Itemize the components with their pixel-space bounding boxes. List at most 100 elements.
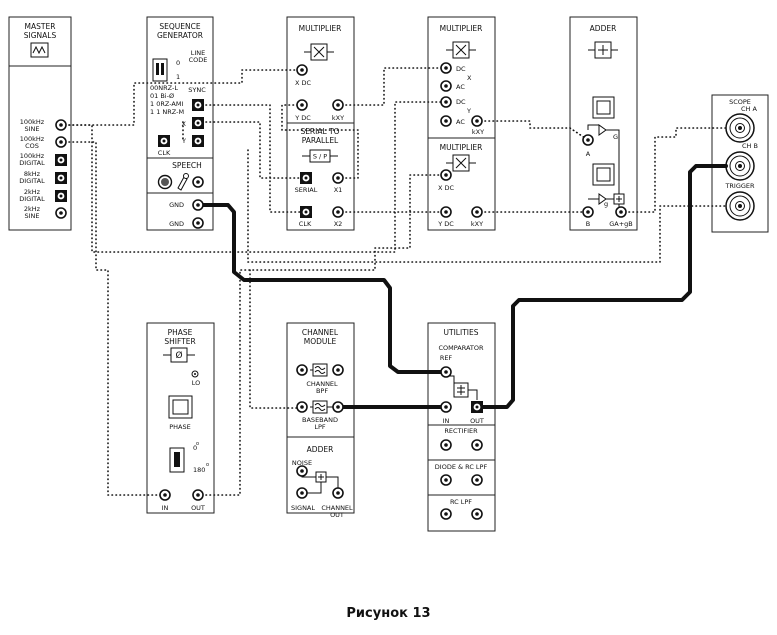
noise-label: NOISE [292,459,312,467]
sp-x2-socket[interactable] [332,206,344,218]
mult2-y-dc-socket[interactable] [440,96,452,108]
phase-out-label: OUT [191,504,205,512]
multiplier-2-module: MULTIPLIER DC X AC DC Y AC kXY MULTIPLIE… [427,16,496,231]
mult2-x-dc-socket[interactable] [440,62,452,74]
phase-180-label: 180 [193,466,205,474]
ms-2k-sine-socket[interactable] [55,207,67,219]
comparator-label: COMPARATOR [438,344,483,352]
comparator-ref-socket[interactable] [440,366,452,378]
master-signals-title-1: MASTER [25,22,56,31]
line-code-label-1: LINE [191,49,206,57]
ms-8k-digital-socket[interactable] [55,172,67,184]
master-signals-title-2: SIGNALS [24,31,57,40]
multiplier-1-title: MULTIPLIER [299,24,342,33]
svg-text:o: o [196,441,199,447]
scope-cha-label: CH A [741,105,757,113]
ms-100k-digital-socket[interactable] [55,154,67,166]
baseband-lpf-out-socket[interactable] [332,401,344,413]
lead-seqgen-to-trigger [182,121,727,263]
rc-lpf-in-socket[interactable] [440,508,452,520]
phase-in-socket[interactable] [159,489,171,501]
diode-lpf-in-socket[interactable] [440,474,452,486]
signal-socket[interactable] [296,487,308,499]
mult3-xdc-socket[interactable] [440,169,452,181]
comparator-in-socket[interactable] [440,401,452,413]
seq-y-socket[interactable] [192,135,204,147]
seq-sync-socket[interactable] [192,99,204,111]
rc-lpf-out-socket[interactable] [471,508,483,520]
lead-seq-sync-to-clk [197,104,307,213]
amp-g-triangle [598,124,607,136]
sp-serial-socket[interactable] [300,172,312,184]
mult2-y-ac-socket[interactable] [440,115,452,127]
mult2-x-label: X [467,74,472,82]
rectifier-out-socket[interactable] [471,439,483,451]
adder-out-socket[interactable] [615,206,627,218]
channel-bpf-out-socket[interactable] [332,364,344,376]
sp-clk-socket[interactable] [300,206,312,218]
scope-cha-bnc[interactable] [725,113,755,143]
mult3-ydc-label: Y DC [437,220,454,228]
sp-x1-socket[interactable] [332,172,344,184]
phase-out-socket[interactable] [192,489,204,501]
diode-lpf-out-socket[interactable] [471,474,483,486]
adder-top-title: ADDER [590,24,617,33]
channel-bpf-label-2: BPF [316,387,328,395]
mult1-ydc-socket[interactable] [296,99,308,111]
mult3-ydc-socket[interactable] [440,206,452,218]
seq-clk-socket[interactable] [158,135,170,147]
ms-label-3b: DIGITAL [19,159,45,167]
adder-out-label: GA+gB [609,220,633,228]
sp-serial-label: SERIAL [295,186,318,194]
sp-title-2: PARALLEL [302,136,339,145]
rectifier-in-socket[interactable] [440,439,452,451]
phase-shifter-module: PHASE SHIFTER Ø LO PHASE 0 o 180 o IN OU… [146,322,215,514]
adder-b-socket[interactable] [582,206,594,218]
switch-label-1: 1 [176,73,180,81]
adder-g-label: G [613,133,618,141]
speech-socket[interactable] [192,176,204,188]
speech-label: SPEECH [172,161,202,170]
channel-title-2: MODULE [304,337,337,346]
rectifier-label: RECTIFIER [444,427,478,435]
lead-mult1-out-to-mult2-x [337,67,447,106]
gnd-socket-2[interactable] [192,217,204,229]
rc-lpf-label: RC LPF [450,498,472,506]
mult2-y-label: Y [466,107,471,115]
scope-chb-label: CH B [742,142,758,150]
mult2-x-ac-socket[interactable] [440,80,452,92]
mult1-kxy-socket[interactable] [332,99,344,111]
x-label: X [182,120,187,128]
lead-gnd-to-comparator-ref [196,203,448,374]
ms-100k-cos-socket[interactable] [55,136,67,148]
phase-shifter-title-1: PHASE [168,328,193,337]
ms-2k-digital-socket[interactable] [55,190,67,202]
scope-label: SCOPE [729,98,751,106]
comparator-out-socket[interactable] [471,401,483,413]
dip-switch[interactable] [152,58,168,82]
channel-bpf-icon [312,363,328,377]
lead-channel-to-scope-trigger [249,269,303,409]
code-line-3: 1 0RZ-AMI [150,100,183,108]
lead-phase-out-to-mult3 [197,174,447,496]
scope-trigger-label: TRIGGER [724,182,755,190]
ms-label-5a: 2kHz [24,188,41,196]
adder-a-socket[interactable] [582,134,594,146]
ms-100k-sine-socket[interactable] [55,119,67,131]
scope-chb-bnc[interactable] [725,151,755,181]
mult2-kxy-socket[interactable] [471,115,483,127]
mult3-kxy-socket[interactable] [471,206,483,218]
scope-module: SCOPE CH A CH B TRIGGER [711,94,769,233]
baseband-lpf-in-socket[interactable] [296,401,308,413]
channel-bpf-in-socket[interactable] [296,364,308,376]
ms-label-6a: 2kHz [24,205,41,213]
channel-out-socket[interactable] [332,487,344,499]
seq-x-socket[interactable] [192,117,204,129]
figure-caption: Рисунок 13 [346,606,431,621]
gnd-socket-1[interactable] [192,199,204,211]
mult1-xdc-socket[interactable] [296,64,308,76]
patch-leads-solid [196,164,728,409]
noise-socket[interactable] [296,465,308,477]
scope-trigger-bnc[interactable] [725,191,755,221]
multiplier-1-module: MULTIPLIER X DC Y DC kXY SERIAL TO PARAL… [286,16,355,231]
